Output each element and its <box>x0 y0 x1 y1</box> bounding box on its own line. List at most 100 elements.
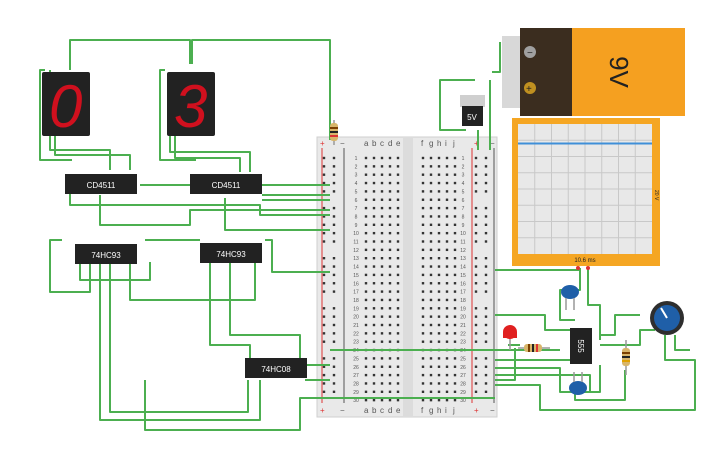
breadboard-hole[interactable] <box>372 198 376 201</box>
breadboard-hole[interactable] <box>364 265 368 268</box>
breadboard-hole[interactable] <box>445 240 449 243</box>
rail-hole[interactable] <box>474 173 478 176</box>
wire[interactable] <box>99 262 261 421</box>
breadboard-hole[interactable] <box>445 382 449 385</box>
rail-hole[interactable] <box>332 315 336 318</box>
breadboard-hole[interactable] <box>437 206 441 210</box>
breadboard-hole[interactable] <box>429 332 433 335</box>
breadboard-hole[interactable] <box>421 206 425 210</box>
rail-hole[interactable] <box>474 257 478 260</box>
breadboard-hole[interactable] <box>453 340 457 343</box>
breadboard-hole[interactable] <box>372 248 376 252</box>
breadboard-hole[interactable] <box>364 373 368 377</box>
chip-cd4511-left[interactable]: CD4511 <box>65 174 137 194</box>
rail-hole[interactable] <box>332 357 336 360</box>
breadboard-hole[interactable] <box>421 357 425 360</box>
rail-hole[interactable] <box>474 382 478 385</box>
rail-hole[interactable] <box>332 290 336 293</box>
breadboard-hole[interactable] <box>364 248 368 252</box>
breadboard-hole[interactable] <box>388 290 392 293</box>
breadboard-hole[interactable] <box>388 398 392 402</box>
rail-hole[interactable] <box>332 173 336 176</box>
seven-segment-display-right[interactable]: 3 <box>167 72 215 140</box>
breadboard-hole[interactable] <box>364 315 368 318</box>
breadboard-hole[interactable] <box>372 290 376 293</box>
rail-hole[interactable] <box>474 165 478 168</box>
rail-hole[interactable] <box>322 181 326 185</box>
rail-hole[interactable] <box>484 156 488 160</box>
breadboard-hole[interactable] <box>372 231 376 235</box>
breadboard-hole[interactable] <box>429 290 433 293</box>
breadboard-hole[interactable] <box>429 307 433 310</box>
breadboard-hole[interactable] <box>437 290 441 293</box>
breadboard-hole[interactable] <box>429 273 433 277</box>
breadboard-hole[interactable] <box>429 340 433 343</box>
rail-hole[interactable] <box>322 273 326 277</box>
breadboard-hole[interactable] <box>364 282 368 285</box>
breadboard-hole[interactable] <box>396 323 400 327</box>
chip-555-timer[interactable]: 555 <box>570 328 592 364</box>
breadboard-hole[interactable] <box>453 290 457 293</box>
breadboard-hole[interactable] <box>453 173 457 176</box>
chip-cd4511-right[interactable]: CD4511 <box>190 174 262 194</box>
breadboard-hole[interactable] <box>380 332 384 335</box>
breadboard-hole[interactable] <box>396 240 400 243</box>
breadboard-hole[interactable] <box>388 240 392 243</box>
rail-hole[interactable] <box>484 173 488 176</box>
breadboard-hole[interactable] <box>437 273 441 277</box>
breadboard-hole[interactable] <box>364 273 368 277</box>
capacitor-bottom[interactable] <box>569 372 587 395</box>
breadboard-hole[interactable] <box>396 198 400 201</box>
breadboard-hole[interactable] <box>388 365 392 368</box>
breadboard-hole[interactable] <box>453 190 457 193</box>
rail-hole[interactable] <box>484 365 488 368</box>
led-red[interactable] <box>503 325 517 350</box>
breadboard-hole[interactable] <box>421 181 425 185</box>
rail-hole[interactable] <box>332 323 336 327</box>
rail-hole[interactable] <box>484 273 488 277</box>
breadboard-hole[interactable] <box>445 390 449 393</box>
breadboard-hole[interactable] <box>445 223 449 226</box>
breadboard-hole[interactable] <box>364 198 368 201</box>
breadboard-hole[interactable] <box>396 265 400 268</box>
breadboard-hole[interactable] <box>421 373 425 377</box>
rail-hole[interactable] <box>322 373 326 377</box>
breadboard-hole[interactable] <box>396 373 400 377</box>
wire[interactable] <box>174 134 241 172</box>
breadboard-hole[interactable] <box>453 231 457 235</box>
breadboard-hole[interactable] <box>396 307 400 310</box>
breadboard-hole[interactable] <box>364 165 368 168</box>
breadboard-hole[interactable] <box>396 165 400 168</box>
breadboard-hole[interactable] <box>388 173 392 176</box>
breadboard-hole[interactable] <box>429 231 433 235</box>
breadboard-hole[interactable] <box>453 332 457 335</box>
rail-hole[interactable] <box>332 373 336 377</box>
breadboard-hole[interactable] <box>437 357 441 360</box>
wire[interactable] <box>129 262 256 301</box>
breadboard-hole[interactable] <box>372 357 376 360</box>
rail-hole[interactable] <box>474 290 478 293</box>
wire[interactable] <box>587 268 601 340</box>
breadboard-hole[interactable] <box>372 240 376 243</box>
breadboard-hole[interactable] <box>364 332 368 335</box>
breadboard-hole[interactable] <box>429 390 433 393</box>
rail-hole[interactable] <box>322 290 326 293</box>
breadboard-hole[interactable] <box>388 315 392 318</box>
battery-9v[interactable]: − + 9V <box>502 28 685 116</box>
breadboard-hole[interactable] <box>453 156 457 160</box>
rail-hole[interactable] <box>332 156 336 160</box>
rail-hole[interactable] <box>332 282 336 285</box>
breadboard-hole[interactable] <box>372 365 376 368</box>
breadboard-hole[interactable] <box>421 231 425 235</box>
breadboard-hole[interactable] <box>364 357 368 360</box>
wire[interactable] <box>495 348 516 381</box>
rail-hole[interactable] <box>332 240 336 243</box>
breadboard-hole[interactable] <box>429 357 433 360</box>
wire[interactable] <box>209 262 251 360</box>
breadboard-hole[interactable] <box>453 257 457 260</box>
rail-hole[interactable] <box>322 382 326 385</box>
potentiometer[interactable] <box>650 301 684 335</box>
rail-hole[interactable] <box>474 365 478 368</box>
rail-hole[interactable] <box>484 165 488 168</box>
breadboard-hole[interactable] <box>453 198 457 201</box>
